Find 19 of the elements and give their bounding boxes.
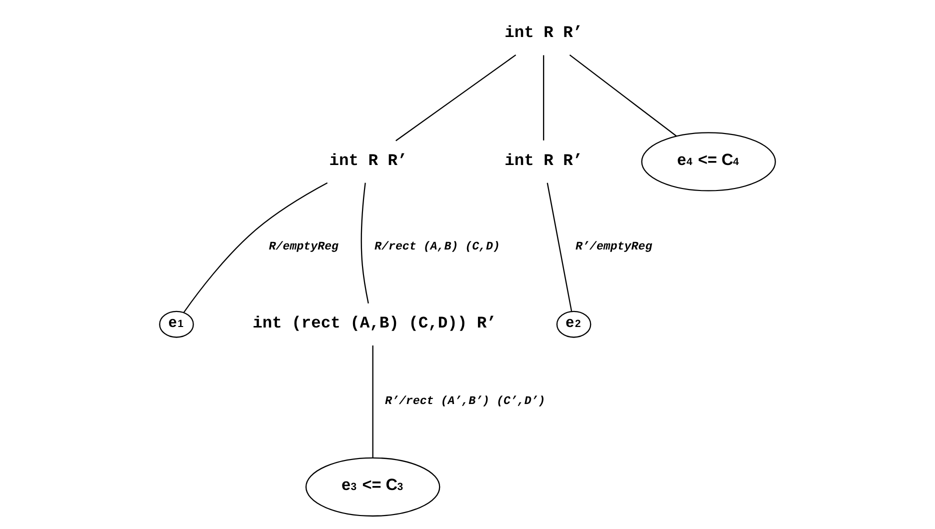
node-ellipse: e1 xyxy=(159,310,194,338)
edge-label: R/rect (A,B) (C,D) xyxy=(374,240,500,254)
node-ellipse: e3 <= C3 xyxy=(305,457,440,517)
edge-label: R/emptyReg xyxy=(268,240,339,254)
node-text: int R R’ xyxy=(504,150,583,170)
connector xyxy=(569,54,677,136)
connector xyxy=(372,345,374,458)
connector xyxy=(183,182,328,313)
node-text: int R R’ xyxy=(504,23,583,42)
node-ellipse: e2 xyxy=(556,310,592,338)
connector xyxy=(546,182,572,312)
node-text: int (rect (A,B) (C,D)) R’ xyxy=(252,313,496,332)
connector xyxy=(396,54,516,142)
node-text: int R R’ xyxy=(329,150,408,170)
connector xyxy=(360,182,369,304)
edge-label: R’/rect (A’,B’) (C’,D’) xyxy=(385,394,546,408)
connector xyxy=(543,55,544,140)
edge-label: R’/emptyReg xyxy=(576,240,652,254)
node-ellipse: e4 <= C4 xyxy=(641,132,776,192)
